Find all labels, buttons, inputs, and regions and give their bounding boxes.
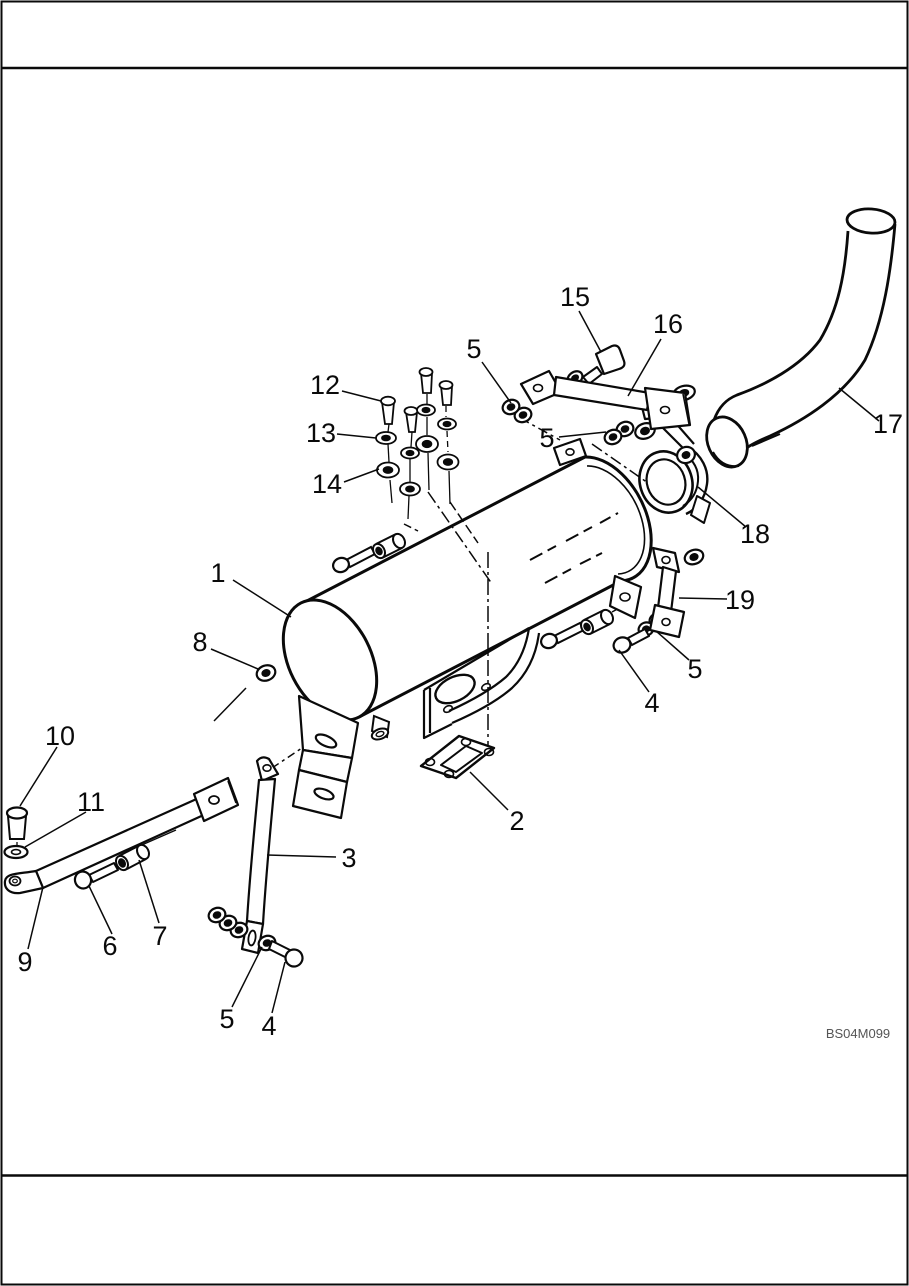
bolt-head	[438, 380, 454, 390]
callout-leader-7	[138, 859, 160, 924]
bolt-10-washer-11	[3, 806, 29, 860]
bolt-head	[380, 395, 396, 407]
strap-top-tab	[255, 756, 280, 783]
bolt-head	[418, 367, 434, 377]
callout-leader-12	[341, 390, 382, 402]
muffler-end-cap	[281, 598, 379, 722]
gasket	[419, 734, 496, 780]
mount-slot	[313, 787, 335, 801]
callout-label-5-7: 5	[687, 654, 702, 684]
callout-label-11-14: 11	[77, 787, 105, 817]
bolt-15-head	[594, 344, 626, 376]
callout-label-5-6: 5	[539, 423, 554, 453]
strap-right-head	[192, 776, 240, 823]
bolt-4-head	[284, 948, 304, 968]
callout-leader-16	[627, 338, 662, 397]
bolt-hole	[619, 592, 631, 602]
callout-leader-19	[678, 597, 728, 600]
strap-slot	[247, 929, 257, 947]
strap-left-tab	[3, 869, 45, 895]
callout-leader-8	[210, 648, 259, 670]
hardware-cluster	[375, 367, 460, 520]
callout-leader-9	[27, 886, 44, 950]
strap-bar	[34, 795, 210, 890]
callout-label-1-0: 1	[210, 558, 225, 588]
clamp-band-tab	[690, 495, 711, 524]
callout-leader-2	[469, 771, 509, 811]
callout-leader-11	[24, 811, 87, 848]
callout-leader-5	[558, 431, 607, 438]
bolt-head	[540, 632, 558, 650]
inlet-opening	[434, 673, 476, 705]
mount-slot	[314, 733, 338, 749]
callout-leader-10	[19, 746, 58, 807]
callout-leader-3	[266, 854, 337, 858]
callout-label-19-22: 19	[725, 585, 755, 615]
callout-leader-15	[578, 310, 602, 353]
callout-label-13-16: 13	[306, 418, 336, 448]
callout-leader-5	[655, 630, 690, 661]
callout-label-9-12: 9	[17, 947, 32, 977]
callout-leader-6	[88, 885, 113, 935]
washer-11	[3, 844, 29, 860]
callout-label-5-5: 5	[466, 334, 481, 364]
spacer-7	[136, 843, 150, 861]
muffler-top-tab	[552, 437, 588, 467]
callout-leader-17	[838, 387, 880, 422]
hidden-pipe-dashes	[529, 512, 619, 584]
callout-label-18-21: 18	[740, 519, 770, 549]
inlet-bracket	[422, 627, 541, 740]
callout-leader-8	[213, 687, 247, 722]
lower-strap-assembly	[3, 776, 240, 895]
body-bolt-spacer-left	[332, 532, 406, 574]
clamp-ring	[638, 450, 694, 514]
callout-label-5-8: 5	[219, 1004, 234, 1034]
bolt-head	[612, 636, 632, 654]
nut-8	[255, 664, 277, 682]
callout-label-15-18: 15	[560, 282, 590, 312]
callout-label-14-17: 14	[312, 469, 342, 499]
bolt-head	[5, 806, 29, 820]
strap-bar	[245, 777, 277, 926]
callout-label-6-9: 6	[102, 931, 117, 961]
callout-leader-4	[271, 961, 286, 1014]
callout-leader-14	[343, 468, 380, 483]
callout-label-10-13: 10	[45, 721, 75, 751]
callout-leader-5	[231, 946, 263, 1008]
callout-label-3-2: 3	[341, 843, 356, 873]
strap-bar	[552, 375, 652, 412]
z-bracket	[648, 546, 705, 639]
drain-stub	[370, 714, 391, 741]
callout-leader-4	[618, 649, 650, 693]
strap-right-tab	[643, 386, 692, 431]
vertical-strap-assembly	[207, 756, 304, 968]
callout-label-2-1: 2	[509, 806, 524, 836]
callout-leader-1	[232, 579, 292, 618]
left-mount-plate	[291, 694, 360, 820]
callout-label-8-11: 8	[192, 627, 207, 657]
callout-label-12-15: 12	[310, 370, 340, 400]
exhaust-pipe	[705, 207, 897, 469]
bolt-hole	[442, 704, 454, 714]
callout-label-4-4: 4	[261, 1011, 276, 1041]
bolt-head	[403, 406, 419, 416]
callout-leader-5	[481, 361, 512, 404]
bolt-hole	[480, 682, 492, 692]
bolt-head	[332, 556, 350, 574]
muffler-body	[281, 455, 653, 722]
callout-leader-18	[697, 486, 747, 528]
drawing-code: BS04M099	[826, 1026, 890, 1041]
callout-label-7-10: 7	[152, 921, 167, 951]
upper-strap-assembly	[501, 344, 696, 467]
bolt-6-head	[73, 870, 93, 890]
callout-leader-13	[336, 433, 377, 439]
body-bolt-spacer-right	[540, 608, 614, 650]
callout-label-4-3: 4	[644, 688, 659, 718]
callout-label-17-20: 17	[873, 409, 903, 439]
callout-label-16-19: 16	[653, 309, 683, 339]
pipe-outlet-opening	[845, 207, 897, 235]
